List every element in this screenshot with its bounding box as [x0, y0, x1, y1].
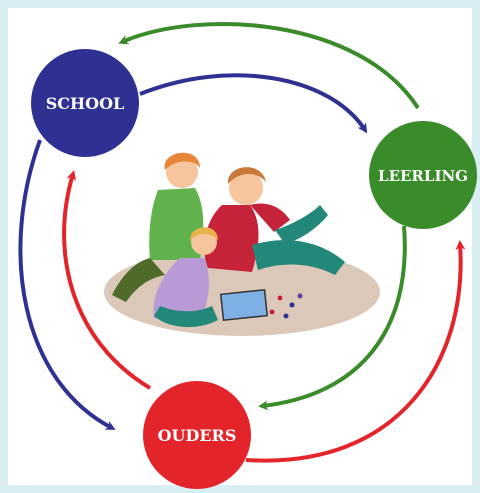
family-boardgame-illustration	[104, 152, 380, 336]
arrow-school-to-ouders	[18, 139, 116, 430]
arrow-leerling-to-school	[118, 22, 420, 110]
node-leerling: LEERLING	[369, 121, 477, 229]
arrow-ouders-to-leerling	[245, 240, 466, 463]
school-label: SCHOOL	[46, 94, 125, 113]
arrow-school-to-leerling	[139, 73, 368, 134]
leerling-circle	[369, 121, 477, 229]
arrow-ouders-to-school	[62, 170, 152, 390]
school-circle	[31, 49, 139, 157]
node-school: SCHOOL	[31, 49, 139, 157]
ouders-circle	[143, 381, 251, 489]
arrow-leerling-to-ouders	[258, 225, 407, 411]
node-ouders: OUDERS	[143, 381, 251, 489]
leerling-label: LEERLING	[378, 167, 468, 185]
ouders-label: OUDERS	[158, 426, 237, 445]
